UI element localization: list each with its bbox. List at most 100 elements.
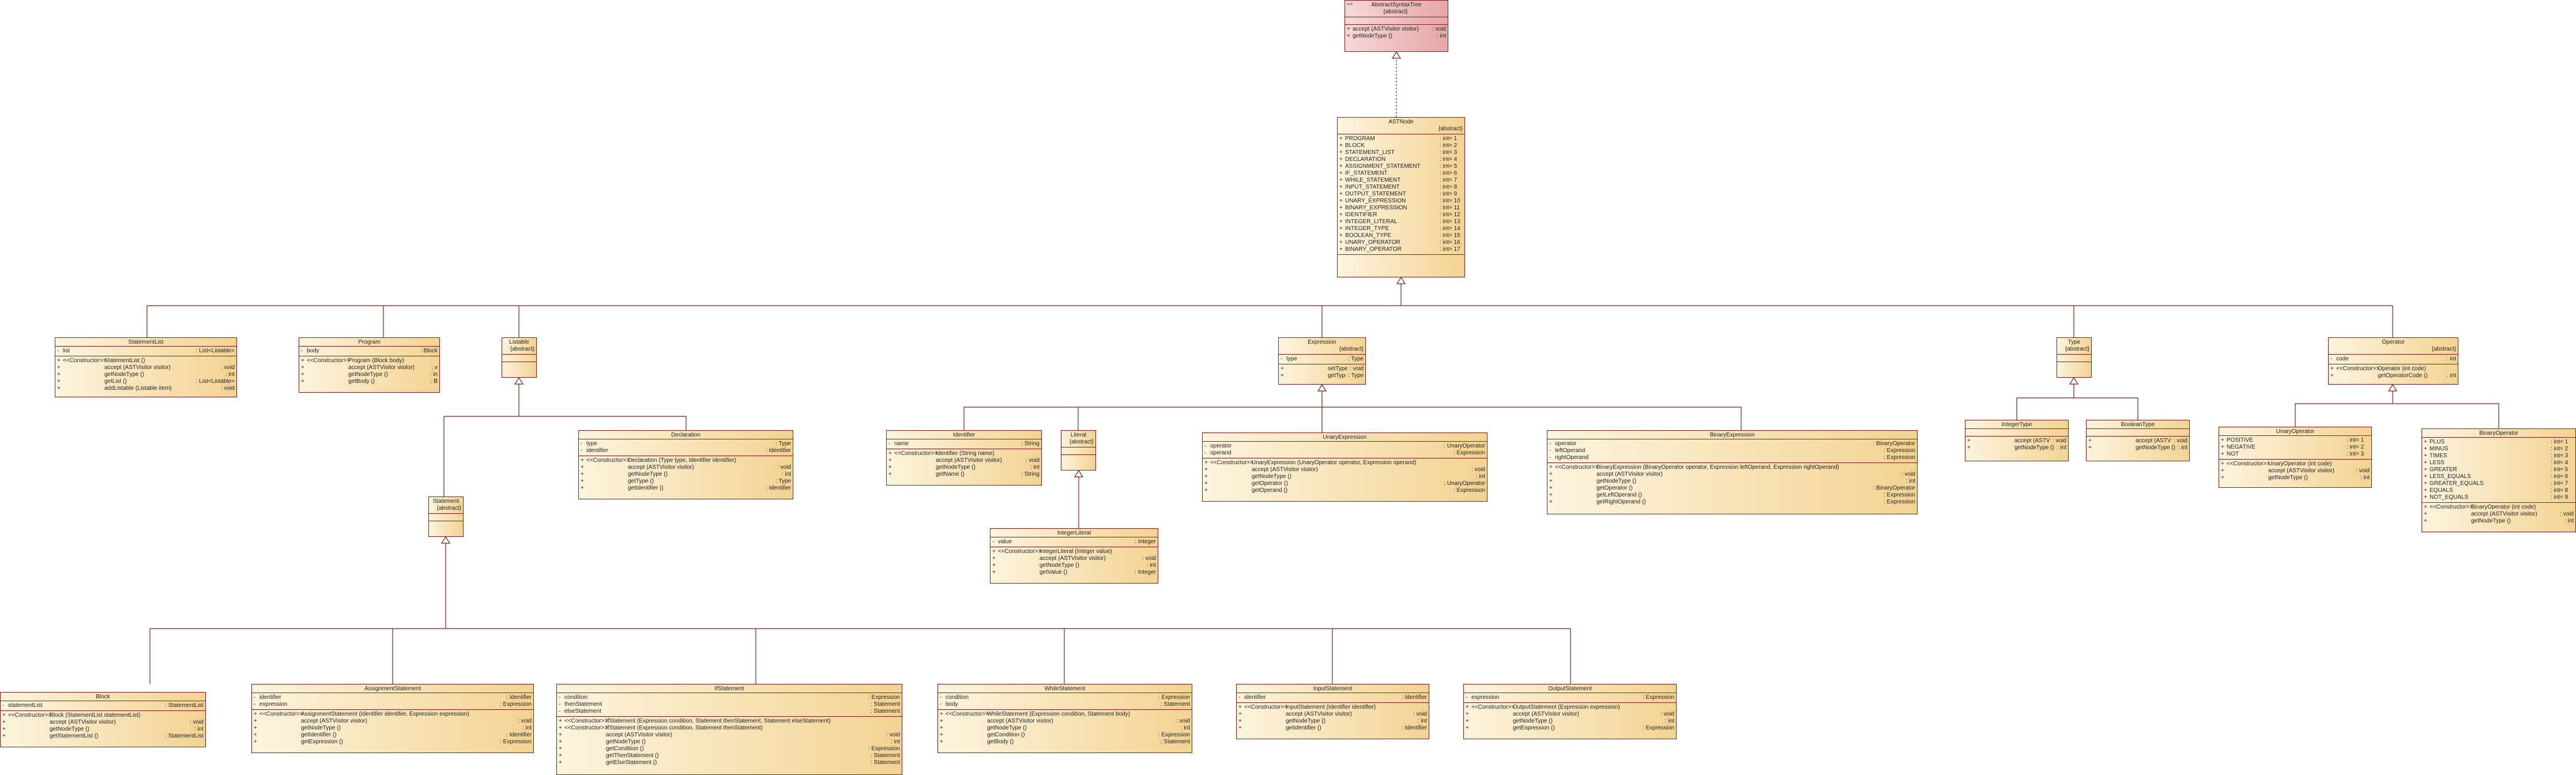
operation-row: +getNodeType (): int [254, 725, 532, 732]
class-input-statement[interactable]: InputStatement-identifier: Identifier+<<… [1236, 684, 1429, 739]
class-boolean-type[interactable]: BooleanType+accept (ASTVisitor visitor):… [2086, 420, 2190, 461]
class-identifier[interactable]: Identifier-name: String+<<Constructor>>I… [886, 430, 1042, 486]
visibility-marker: + [940, 725, 943, 731]
operation-stereotype [8, 719, 50, 726]
class-output-statement[interactable]: OutputStatement-expression: Expression+<… [1463, 684, 1677, 739]
attribute-name: identifier [1244, 694, 1266, 701]
operation-signature: accept (ASTVisitor visitor) [606, 732, 672, 738]
visibility-marker: + [1281, 373, 1284, 379]
operation-signature: accept (ASTVisitor visitor) [628, 464, 694, 471]
operation-stereotype: <<Constructor>> [2227, 461, 2270, 467]
class-type[interactable]: Type{abstract} [2057, 337, 2092, 378]
class-listable[interactable]: Listable{abstract} [502, 337, 537, 378]
operations-section [429, 521, 463, 528]
class-header: StatementList [55, 338, 236, 347]
operation-stereotype [2094, 438, 2136, 445]
operations-section: +<<Constructor>>StatementList ()+accept … [55, 356, 236, 393]
class-if-statement[interactable]: IfStatement-condition: Expression-thenSt… [556, 684, 902, 775]
attribute-row: -rightOperand: Expression [1549, 454, 1915, 461]
operation-return-type [1672, 704, 1674, 711]
operation-stereotype [564, 739, 606, 746]
operation-stereotype [1286, 373, 1328, 379]
visibility-marker: + [888, 450, 892, 457]
operation-signature: Operator (int code) [2378, 366, 2426, 372]
attribute-value: = 4 [1449, 156, 1458, 163]
attribute-type: : Identifier [506, 694, 532, 701]
operation-return-type: : String [1021, 471, 1040, 477]
operations-section: +<<Constructor>>Declaration (Type type, … [579, 456, 793, 493]
operation-row: +getNodeType (): int [57, 371, 235, 378]
visibility-marker: + [2424, 446, 2427, 452]
operation-row: +<<Constructor>>Block (StatementList sta… [2, 712, 204, 719]
class-while-statement[interactable]: WhileStatement-condition: Expression-bod… [937, 684, 1192, 753]
operation-return-type: : Expression [1883, 492, 1915, 498]
visibility-marker: + [2424, 466, 2427, 473]
operations-section [2057, 362, 2091, 369]
class-statement[interactable]: Statement{abstract} [428, 496, 464, 537]
operations-section: +<<Constructor>>UnaryOperator (int code)… [2219, 460, 2371, 483]
operation-return-type [529, 711, 532, 718]
attribute-row: +IF_STATEMENT: int= 6 [1339, 170, 1463, 177]
visibility-marker: + [1339, 184, 1343, 190]
operation-return-type: : int [1905, 478, 1915, 484]
operation-row: +<<Constructor>>Program (Block body) [301, 358, 438, 364]
class-block[interactable]: Block-statementList: StatementList+<<Con… [0, 692, 206, 747]
class-header: Statement{abstract} [429, 497, 463, 514]
operation-row: +accept (ASTVisitor visitor): void [1238, 711, 1427, 718]
class-literal[interactable]: Literal{abstract} [1061, 430, 1096, 471]
operation-return-type [1188, 711, 1190, 718]
operation-return-type: : int [1030, 464, 1040, 471]
class-ast-node[interactable]: ASTNode{abstract}+PROGRAM: int= 1+BLOCK:… [1337, 117, 1465, 277]
operation-row: +accept (ASTVisitor visitor): void [1466, 711, 1674, 718]
visibility-marker: + [57, 385, 61, 392]
attribute-name: INTEGER_TYPE [1345, 225, 1389, 232]
class-integer-type[interactable]: IntegerType+accept (ASTVisitor visitor):… [1965, 420, 2069, 461]
visibility-marker: + [1339, 198, 1343, 204]
operation-signature: getLeftOperand () [1596, 492, 1642, 498]
operation-stereotype: <<Constructor>> [307, 358, 351, 364]
operation-signature: getOperand () [1252, 487, 1288, 494]
class-statement-list[interactable]: StatementList-list: List<Listable>+<<Con… [55, 337, 237, 397]
visibility-marker: + [1549, 492, 1553, 498]
class-name: Literal [1070, 432, 1087, 438]
class-expression[interactable]: Expression{abstract}-type: Type+setType … [1278, 337, 1366, 385]
class-assignment-statement[interactable]: AssignmentStatement-identifier: Identifi… [251, 684, 534, 753]
attribute-row: +STATEMENT_LIST: int= 3 [1339, 149, 1463, 156]
class-binary-expression[interactable]: BinaryExpression-operator: BinaryOperato… [1547, 430, 1918, 514]
generalization-arrowhead [1317, 383, 1327, 392]
class-operator[interactable]: Operator{abstract}-code: int+<<Construct… [2328, 337, 2458, 385]
operation-return-type: : Expression [1158, 732, 1190, 738]
operation-signature: getCondition () [606, 746, 644, 752]
operation-signature: AssignmentStatement (Identifier identifi… [301, 711, 469, 717]
attribute-value: = 2 [2356, 444, 2364, 450]
class-program[interactable]: Program-body: Block+<<Constructor>>Progr… [299, 337, 440, 393]
operation-return-type: : Expression [499, 739, 532, 745]
operation-return-type: : void [1026, 457, 1040, 464]
class-header: IfStatement [557, 684, 902, 693]
visibility-marker: + [559, 746, 562, 752]
operation-row: +<<Constructor>>AssignmentStatement (Ide… [254, 711, 532, 718]
attribute-row: +GREATER: int= 5 [2424, 466, 2574, 473]
class-binary-operator[interactable]: BinaryOperator+PLUS: int= 1+MINUS: int= … [2421, 428, 2576, 532]
generalization-line [443, 384, 687, 496]
attribute-type: : Expression [1642, 694, 1674, 701]
class-header: OutputStatement [1464, 684, 1676, 693]
attribute-row: -list: List<Listable> [57, 348, 235, 355]
operation-row: +<<Constructor>>InputStatement (Identifi… [1238, 704, 1427, 711]
class-declaration[interactable]: Declaration-type: Type-identifier: Ident… [578, 430, 793, 499]
class-unary-operator[interactable]: UnaryOperator+POSITIVE: int= 1+NEGATIVE:… [2219, 427, 2372, 488]
operation-return-type: : int [2564, 518, 2574, 524]
class-unary-expression[interactable]: UnaryExpression-operator: UnaryOperator-… [1202, 432, 1487, 502]
class-header: UnaryOperator [2219, 427, 2371, 436]
attribute-row: +LESS: int= 4 [2424, 460, 2574, 466]
class-abstract-syntax-tree[interactable]: <<AbstractSyntaxTree{abstract}+accept (A… [1345, 0, 1448, 52]
visibility-marker: + [1339, 177, 1343, 183]
visibility-marker: + [254, 711, 257, 717]
attribute-type: : int [1439, 191, 1449, 197]
class-integer-literal[interactable]: IntegerLiteral-value: Integer+<<Construc… [990, 528, 1158, 584]
attribute-row: +GREATER_EQUALS: int= 7 [2424, 480, 2574, 487]
visibility-marker: - [1466, 694, 1468, 701]
class-name: BinaryExpression [1709, 432, 1755, 438]
attribute-name: IDENTIFIER [1345, 212, 1377, 218]
operation-stereotype [946, 718, 987, 725]
